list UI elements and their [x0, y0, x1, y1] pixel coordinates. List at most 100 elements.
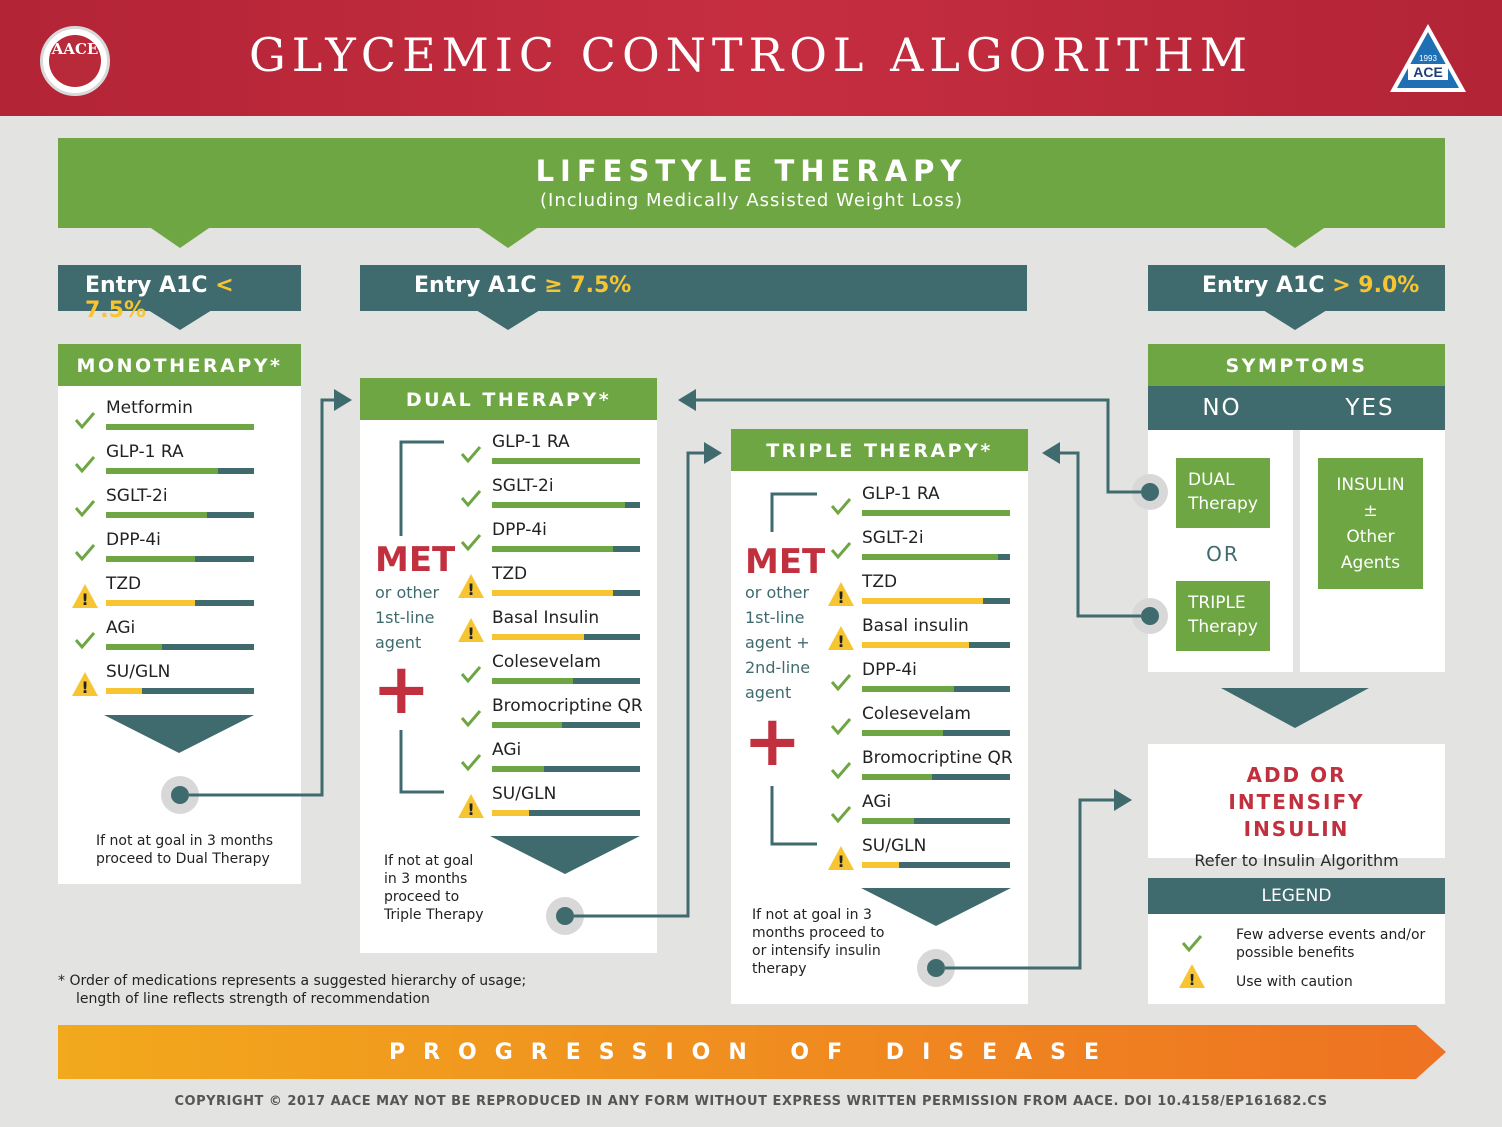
recommendation-strength-fill — [106, 512, 207, 518]
dual-note: If not at goal in 3 months proceed to Tr… — [384, 853, 484, 923]
check-icon — [460, 754, 482, 772]
recommendation-strength-fill — [106, 424, 254, 430]
medication-row: ! SU/GLN — [826, 836, 1010, 880]
caution-icon: ! — [828, 846, 854, 871]
medication-name: Bromocriptine QR — [492, 696, 643, 716]
entry-mid: Entry A1C ≥ 7.5% — [360, 265, 1027, 311]
symptoms-down-arrow — [1221, 688, 1369, 728]
svg-text:!: ! — [467, 580, 474, 599]
recommendation-strength-bar — [862, 686, 1010, 692]
recommendation-strength-bar — [492, 546, 640, 552]
caution-icon: ! — [828, 626, 854, 651]
medication-row: Colesevelam — [826, 704, 1010, 748]
monotherapy-title: MONOTHERAPY* — [58, 344, 301, 386]
medication-row: !Basal Insulin — [456, 608, 640, 652]
medication-name: SGLT-2i — [492, 476, 554, 496]
ace-logo-text: ACE — [1413, 64, 1443, 80]
medication-row: AGi — [456, 740, 640, 784]
medication-row: DPP-4i — [70, 530, 260, 574]
symptoms-yes: YES — [1345, 395, 1395, 421]
svg-text:!: ! — [1189, 971, 1196, 989]
symptoms-yes-no-bar: NO YES — [1148, 386, 1445, 430]
entry-low: Entry A1C < 7.5% — [58, 265, 301, 323]
recommendation-strength-bar — [492, 678, 640, 684]
entry-low-value: < 7.5% — [85, 273, 234, 323]
medication-name: SU/GLN — [862, 836, 927, 856]
recommendation-strength-fill — [106, 468, 218, 474]
caution-icon: ! — [828, 582, 854, 607]
recommendation-strength-bar — [106, 468, 254, 474]
medication-name: Metformin — [106, 398, 193, 418]
check-icon — [830, 806, 852, 824]
insulin-box-line: Agents — [1340, 553, 1401, 573]
caution-icon: ! — [72, 672, 98, 697]
medication-name: DPP-4i — [862, 660, 917, 680]
caution-icon: ! — [72, 584, 98, 609]
check-icon — [830, 498, 852, 516]
recommendation-strength-bar — [862, 818, 1010, 824]
medication-row: GLP-1 RA — [70, 442, 260, 486]
svg-text:!: ! — [837, 852, 844, 871]
recommendation-strength-fill — [106, 600, 195, 606]
dual-met-label: MET — [375, 540, 456, 580]
legend-caution-icon: ! — [1179, 964, 1205, 989]
recommendation-strength-bar — [106, 600, 254, 606]
lifestyle-banner: LIFESTYLE THERAPY (Including Medically A… — [58, 138, 1445, 228]
medication-row: AGi — [70, 618, 260, 662]
dual-therapy-box: DUAL Therapy — [1176, 458, 1270, 528]
dual-met-sub-line: agent — [375, 633, 422, 652]
monotherapy-down-arrow — [104, 715, 254, 753]
medication-row: SGLT-2i — [826, 528, 1010, 572]
recommendation-strength-fill — [862, 642, 969, 648]
intensify-sub: Refer to Insulin Algorithm — [1194, 851, 1399, 870]
monotherapy-note: If not at goal in 3 months proceed to Du… — [96, 833, 274, 867]
medication-name: SGLT-2i — [862, 528, 924, 548]
medication-row: ! TZD — [70, 574, 260, 618]
legend-check-text: Few adverse events and/or possible benef… — [1236, 927, 1426, 961]
lifestyle-title: LIFESTYLE THERAPY — [535, 154, 968, 188]
check-icon — [830, 762, 852, 780]
medication-name: Basal insulin — [862, 616, 969, 636]
ace-logo: ACE 1993 — [1390, 24, 1466, 92]
recommendation-strength-fill — [492, 546, 613, 552]
triple-down-arrow — [861, 888, 1011, 926]
medication-name: AGi — [106, 618, 136, 638]
medication-row: !TZD — [826, 572, 1010, 616]
triple-met-sub: or other 1st-line agent + 2nd-line agent — [745, 580, 810, 705]
insulin-box-line: ± — [1363, 501, 1378, 521]
legend-check-icon — [1181, 935, 1203, 953]
recommendation-strength-fill — [862, 598, 983, 604]
triple-met-sub-line: agent — [745, 683, 792, 702]
recommendation-strength-fill — [106, 688, 142, 694]
medication-row: ! Basal insulin — [826, 616, 1010, 660]
insulin-box: INSULIN ± Other Agents — [1318, 458, 1423, 589]
copyright: COPYRIGHT © 2017 AACE MAY NOT BE REPRODU… — [174, 1094, 1328, 1109]
recommendation-strength-bar — [862, 730, 1010, 736]
medication-name: GLP-1 RA — [862, 484, 940, 504]
check-icon — [830, 542, 852, 560]
svg-text:!: ! — [837, 632, 844, 651]
check-icon — [460, 490, 482, 508]
recommendation-strength-fill — [862, 818, 914, 824]
medication-name: TZD — [106, 574, 142, 594]
recommendation-strength-fill — [106, 644, 162, 650]
medication-name: SGLT-2i — [106, 486, 168, 506]
legend-caution-text: Use with caution — [1236, 974, 1353, 990]
medication-row: !TZD — [456, 564, 640, 608]
medication-name: DPP-4i — [106, 530, 161, 550]
symptoms-title: SYMPTOMS — [1148, 344, 1445, 386]
intensify-insulin-panel: ADD OR INTENSIFY INSULIN Refer to Insuli… — [1148, 744, 1445, 870]
check-icon — [74, 544, 96, 562]
medication-row: GLP-1 RA — [456, 432, 640, 476]
recommendation-strength-bar — [862, 510, 1010, 516]
entry-arrows — [148, 310, 1327, 330]
recommendation-strength-fill — [862, 686, 954, 692]
check-icon — [830, 718, 852, 736]
recommendation-strength-bar — [106, 644, 254, 650]
medication-row: DPP-4i — [456, 520, 640, 564]
header-banner — [0, 0, 1502, 116]
